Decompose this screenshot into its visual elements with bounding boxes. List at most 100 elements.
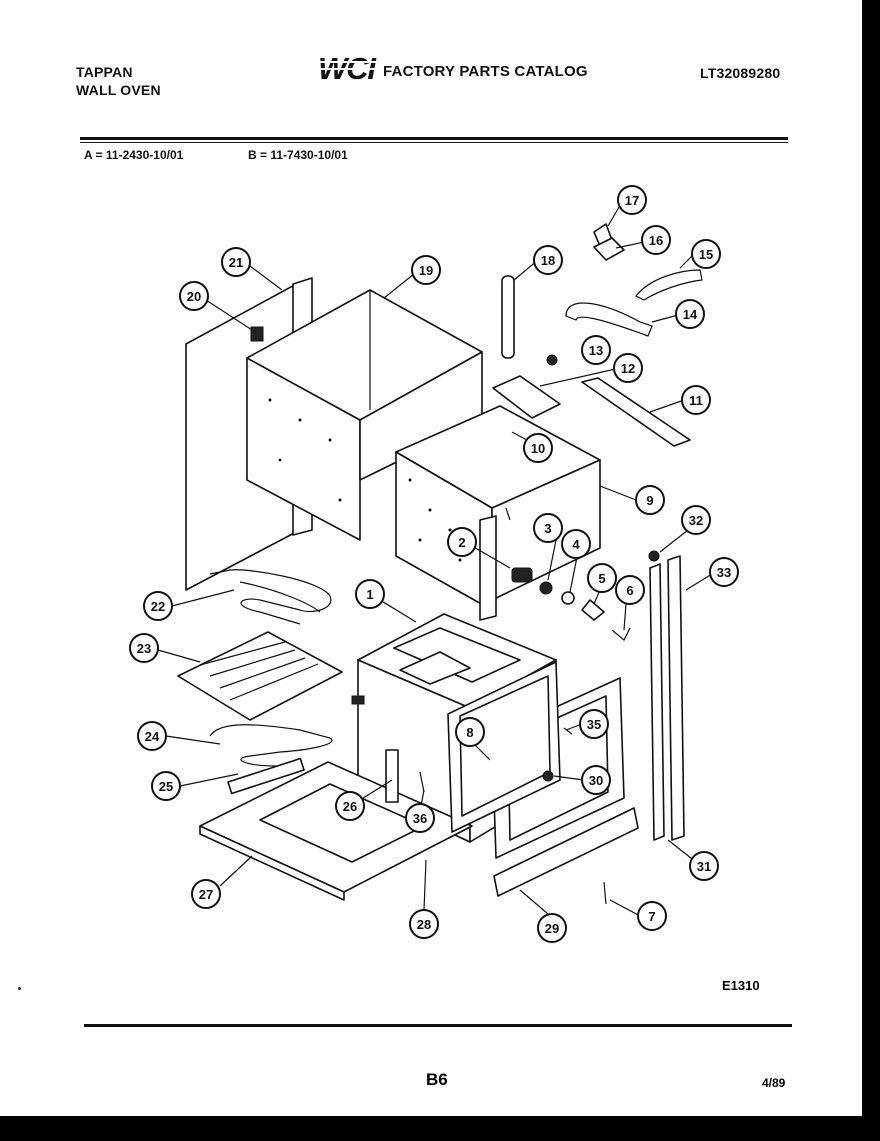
- svg-text:9: 9: [646, 493, 653, 508]
- svg-text:8: 8: [466, 725, 473, 740]
- part-side-trim: [648, 550, 685, 841]
- part-controls: [511, 567, 631, 641]
- callout-5: 5: [587, 563, 617, 593]
- svg-text:22: 22: [151, 599, 165, 614]
- callout-20: 20: [179, 281, 209, 311]
- part-door-frame: [447, 661, 625, 859]
- svg-text:24: 24: [145, 729, 160, 744]
- svg-text:17: 17: [625, 193, 639, 208]
- callout-6: 6: [615, 575, 645, 605]
- model-number: LT32089280: [700, 65, 781, 81]
- callout-29: 29: [537, 913, 567, 943]
- exploded-parts-diagram: 1 2 3 4 5 6 7 8 9 10 11 12 13 14 15 16 1…: [129, 185, 739, 943]
- part-kickplate: [493, 807, 639, 905]
- svg-text:28: 28: [417, 917, 431, 932]
- header-rule-thin: [80, 142, 788, 143]
- callout-30: 30: [581, 765, 611, 795]
- svg-text:36: 36: [413, 811, 427, 826]
- callout-31: 31: [689, 851, 719, 881]
- callout-22: 22: [143, 591, 173, 621]
- callout-15: 15: [691, 239, 721, 269]
- callout-21: 21: [221, 247, 251, 277]
- code-b: B = 11-7430-10/01: [248, 148, 348, 162]
- callout-8: 8: [455, 717, 485, 747]
- callout-27: 27: [191, 879, 221, 909]
- svg-text:15: 15: [699, 247, 713, 262]
- parts-sheet: TAPPAN WALL OVEN WCI FACTORY PARTS CATAL…: [0, 0, 862, 1116]
- brand-name: TAPPAN: [76, 64, 133, 80]
- svg-text:21: 21: [229, 255, 243, 270]
- callout-28: 28: [409, 909, 439, 939]
- svg-text:11: 11: [689, 393, 703, 408]
- svg-text:4: 4: [572, 537, 580, 552]
- callout-11: 11: [681, 385, 711, 415]
- callout-32: 32: [681, 505, 711, 535]
- callout-10: 10: [523, 433, 553, 463]
- svg-text:35: 35: [587, 717, 601, 732]
- svg-text:12: 12: [621, 361, 635, 376]
- svg-text:31: 31: [697, 859, 711, 874]
- svg-text:7: 7: [648, 909, 655, 924]
- svg-text:14: 14: [683, 307, 698, 322]
- svg-text:32: 32: [689, 513, 703, 528]
- svg-text:6: 6: [626, 583, 633, 598]
- svg-text:25: 25: [159, 779, 173, 794]
- callout-7: 7: [637, 901, 667, 931]
- svg-text:23: 23: [137, 641, 151, 656]
- callout-36: 36: [405, 803, 435, 833]
- svg-text:18: 18: [541, 253, 555, 268]
- callout-33: 33: [709, 557, 739, 587]
- wci-logo: WCI: [316, 52, 380, 84]
- part-vent-tube: [501, 275, 515, 359]
- part-bottom-pan: [199, 749, 473, 901]
- callout-19: 19: [411, 255, 441, 285]
- callout-18: 18: [533, 245, 563, 275]
- callout-9: 9: [635, 485, 665, 515]
- svg-text:30: 30: [589, 773, 603, 788]
- svg-text:19: 19: [419, 263, 433, 278]
- part-cabinet: [395, 405, 601, 621]
- code-a: A = 11-2430-10/01: [84, 148, 184, 162]
- callout-12: 12: [613, 353, 643, 383]
- svg-text:33: 33: [717, 565, 731, 580]
- product-type: WALL OVEN: [76, 82, 161, 98]
- callout-1: 1: [355, 579, 385, 609]
- date-code: 4/89: [762, 1076, 786, 1090]
- part-side-panel: [246, 289, 483, 541]
- page-number: B6: [426, 1070, 448, 1089]
- footer-rule: [84, 1024, 792, 1027]
- callout-25: 25: [151, 771, 181, 801]
- part-broil-element: [209, 569, 332, 625]
- callout-16: 16: [641, 225, 671, 255]
- svg-text:20: 20: [187, 289, 201, 304]
- callout-35: 35: [579, 709, 609, 739]
- svg-text:26: 26: [343, 799, 357, 814]
- header-rule: [80, 137, 788, 140]
- catalog-title: FACTORY PARTS CATALOG: [383, 63, 588, 80]
- callout-24: 24: [137, 721, 167, 751]
- svg-text:13: 13: [589, 343, 603, 358]
- svg-text:1: 1: [366, 587, 373, 602]
- part-burner-assembly: [492, 375, 691, 447]
- diagram-code: E1310: [722, 978, 760, 993]
- callout-4: 4: [561, 529, 591, 559]
- callout-14: 14: [675, 299, 705, 329]
- callout-26: 26: [335, 791, 365, 821]
- part-small-hardware: [546, 223, 703, 366]
- svg-text:3: 3: [544, 521, 551, 536]
- svg-text:29: 29: [545, 921, 559, 936]
- leader-lines: [157, 201, 713, 917]
- svg-text:10: 10: [531, 441, 545, 456]
- callout-23: 23: [129, 633, 159, 663]
- callout-3: 3: [533, 513, 563, 543]
- svg-text:27: 27: [199, 887, 213, 902]
- svg-text:5: 5: [598, 571, 605, 586]
- svg-text:16: 16: [649, 233, 663, 248]
- callout-13: 13: [581, 335, 611, 365]
- part-oven-rack: [177, 631, 343, 721]
- scan-speck: [18, 987, 21, 990]
- callout-2: 2: [447, 527, 477, 557]
- callout-17: 17: [617, 185, 647, 215]
- part-bake-element: [209, 724, 333, 795]
- svg-text:2: 2: [458, 535, 465, 550]
